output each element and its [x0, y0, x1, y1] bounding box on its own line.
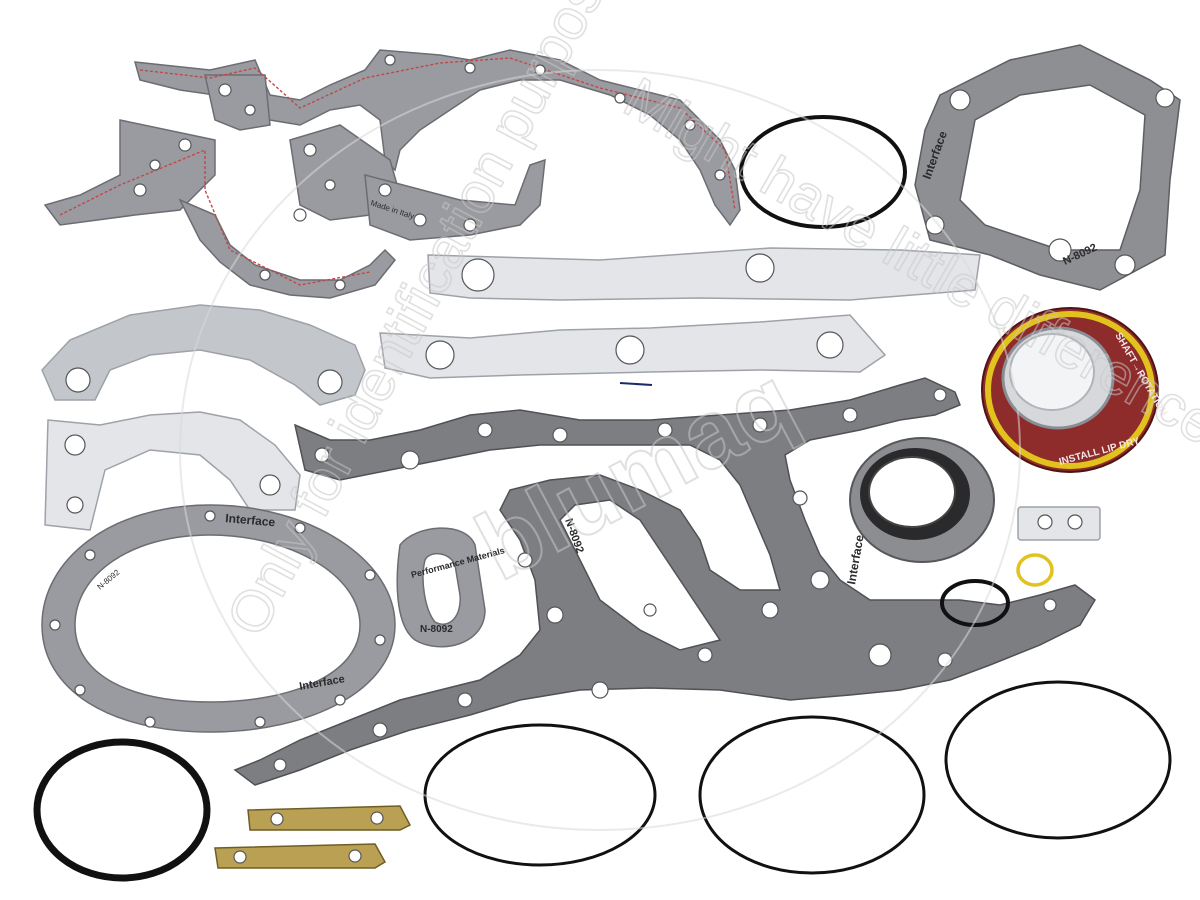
oring-bottom-center	[423, 723, 657, 867]
left-arched-plates	[41, 304, 366, 531]
printed-brand-central: Interface	[844, 534, 867, 586]
oring-bottom-right	[698, 715, 926, 875]
thick-oring-bottom-left	[33, 738, 211, 882]
steel-shim-plates	[379, 247, 981, 386]
top-oring	[739, 115, 907, 229]
brass-lock-plates	[214, 805, 412, 869]
small-shim-piece	[1017, 506, 1101, 541]
yellow-oring	[1016, 553, 1054, 587]
printed-code-oval: N-8092	[420, 624, 453, 635]
top-left-timing-gasket: Made in Italy	[43, 49, 741, 299]
oring-far-right	[944, 680, 1172, 840]
red-lip-seal: SHAFT→ROTATION INSTALL LIP DRY	[981, 307, 1169, 473]
top-right-cover-gasket: Interface N-8092	[914, 44, 1181, 291]
printed-brand-round: Interface	[225, 511, 276, 529]
small-black-oring	[940, 579, 1010, 627]
gray-shaft-seal	[849, 437, 995, 563]
